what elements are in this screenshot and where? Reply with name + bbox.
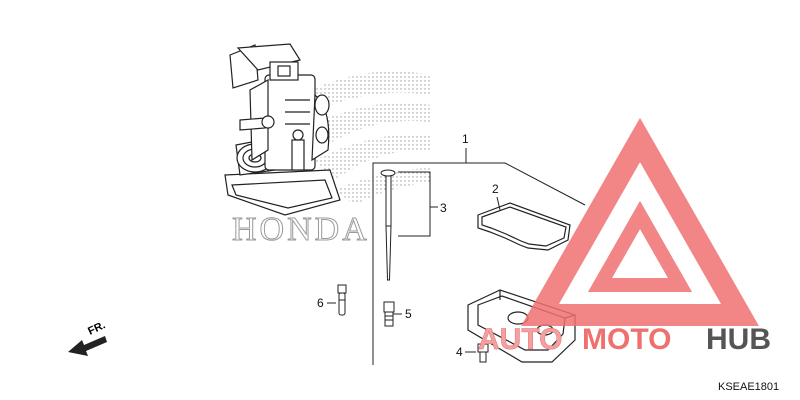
callout-1: 1 <box>372 132 586 365</box>
callout-4: 4 <box>456 345 476 359</box>
jet-needle <box>380 169 396 281</box>
automotohub-watermark-text: AUTO MOTO HUB <box>478 323 771 357</box>
front-direction-arrow: FR. <box>68 319 107 356</box>
callout-5-label: 5 <box>405 307 412 321</box>
automotohub-logo-mark <box>521 117 759 326</box>
pilot-jet <box>337 284 347 316</box>
callout-4-label: 4 <box>456 345 463 359</box>
callout-1-label: 1 <box>462 132 469 146</box>
callout-2: 2 <box>492 182 501 211</box>
part-code-label: KSEAE1801 <box>718 381 779 393</box>
callout-6: 6 <box>317 296 336 310</box>
drain-screw <box>477 343 489 363</box>
watermark-moto: MOTO <box>582 323 671 356</box>
callout-6-label: 6 <box>317 296 324 310</box>
float-chamber-gasket <box>477 202 571 251</box>
callout-5: 5 <box>393 307 412 321</box>
callout-3: 3 <box>398 171 447 237</box>
watermark-hub: HUB <box>706 323 771 356</box>
callout-2-label: 2 <box>492 182 499 196</box>
main-jet <box>383 301 395 327</box>
direction-label: FR. <box>86 319 107 337</box>
honda-logo-text: HONDA <box>232 211 370 248</box>
watermark-auto: AUTO <box>478 323 562 356</box>
callout-3-label: 3 <box>440 201 447 215</box>
carburetor-assembly-illustration <box>224 43 341 216</box>
